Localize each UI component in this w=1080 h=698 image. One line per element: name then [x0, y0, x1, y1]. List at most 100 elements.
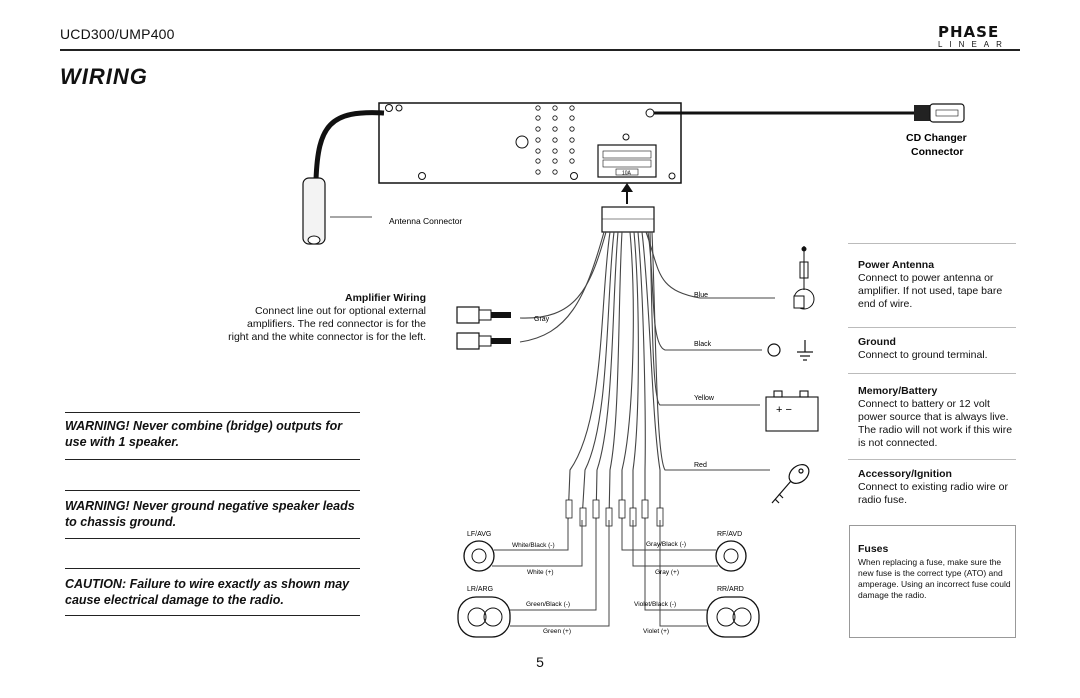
speaker-rr-icon	[706, 596, 760, 638]
brand-logo: PHASE LINEAR	[938, 24, 1022, 54]
section-rule	[848, 373, 1016, 374]
section-rule	[848, 327, 1016, 328]
fuses-title: Fuses	[858, 543, 889, 555]
screw-icon	[395, 104, 403, 112]
wire-label-violet: Violet (+)	[643, 628, 669, 635]
warning-divider	[65, 538, 360, 539]
wire-label-white-black: White/Black (-)	[512, 542, 555, 549]
wire-bundle	[519, 231, 775, 521]
harness-socket	[597, 144, 657, 178]
antenna-plug-tip	[307, 235, 321, 245]
amplifier-wiring-title: Amplifier Wiring	[345, 292, 426, 304]
speaker-cone	[732, 607, 752, 627]
model-number: UCD300/UMP400	[60, 26, 175, 42]
ignition-key-icon	[771, 464, 810, 504]
memory-battery-title: Memory/Battery	[858, 385, 938, 397]
wire-label-violet-black: Violet/Black (-)	[634, 601, 676, 608]
wire-label-gray-black: Gray/Black (-)	[646, 541, 686, 548]
speaker-cone	[716, 607, 736, 627]
speaker-label-lr: LR/ARG	[467, 586, 493, 593]
section-rule	[848, 459, 1016, 460]
caution-wiring: CAUTION: Failure to wire exactly as show…	[65, 577, 350, 607]
socket-pins	[602, 150, 652, 168]
warning-divider	[65, 459, 360, 460]
wire-label-green: Green (+)	[543, 628, 571, 635]
cd-changer-label: CD Changer	[906, 132, 967, 144]
screw-icon	[645, 108, 655, 118]
rca-connector-icon	[456, 306, 511, 350]
ground-text: Connect to ground terminal.	[858, 349, 988, 361]
logo-sub-text: LINEAR	[938, 40, 1009, 49]
wire-label-yellow: Yellow	[694, 395, 715, 402]
battery-terminal-symbols: + −	[776, 404, 792, 416]
wire-label-gray: Gray	[534, 316, 550, 323]
speaker-cone	[723, 548, 739, 564]
screw-icon	[418, 172, 426, 180]
memory-battery-note: Memory/Battery Connect to battery or 12 …	[858, 385, 1018, 450]
hole-grid	[535, 105, 575, 175]
wire-label-gray-pos: Gray (+)	[655, 569, 679, 576]
speaker-label-rr: RR/ARD	[717, 586, 744, 593]
header-rule	[60, 49, 1020, 51]
wire-label-blue: Blue	[694, 292, 708, 299]
screw-icon	[668, 172, 676, 180]
amplifier-wiring-text: Connect line out for optional external a…	[228, 305, 426, 343]
screw-icon	[570, 172, 578, 180]
antenna-plug	[302, 177, 326, 245]
wire-label-black: Black	[694, 341, 712, 348]
speaker-cone	[467, 607, 487, 627]
speaker-cone	[471, 548, 487, 564]
speaker-cone	[483, 607, 503, 627]
wire-label-red: Red	[694, 462, 707, 469]
ground-title: Ground	[858, 336, 896, 348]
accessory-ignition-note: Accessory/Ignition Connect to existing r…	[858, 468, 1018, 507]
head-unit-chassis	[378, 102, 682, 184]
fuses-text: When replacing a fuse, make sure the new…	[858, 557, 1011, 600]
fuse-rating: 10A	[622, 171, 632, 177]
page-title: WIRING	[60, 64, 148, 89]
page-number: 5	[536, 654, 544, 670]
speaker-lf-icon	[463, 540, 495, 572]
warning-ground: WARNING! Never ground negative speaker l…	[65, 499, 355, 529]
ground-icon	[767, 340, 813, 361]
warning-divider	[65, 412, 360, 413]
wire-label-green-black: Green/Black (-)	[526, 601, 570, 608]
warning-bridge: WARNING! Never combine (bridge) outputs …	[65, 419, 343, 449]
speaker-rf-icon	[715, 540, 747, 572]
rca-jack-icon	[515, 135, 529, 149]
warning-divider	[65, 615, 360, 616]
wire-label-white: White (+)	[527, 569, 554, 576]
warning-divider	[65, 568, 360, 569]
cd-changer-pins	[935, 109, 959, 117]
section-rule	[848, 243, 1016, 244]
antenna-connector-label: Antenna Connector	[389, 216, 462, 226]
speaker-lr-icon	[457, 596, 511, 638]
cd-changer-plug	[929, 103, 965, 123]
antenna-cable	[313, 110, 385, 181]
splice-connectors	[565, 499, 664, 527]
amplifier-wiring-note: Amplifier Wiring Connect line out for op…	[228, 292, 426, 344]
accessory-ignition-title: Accessory/Ignition	[858, 468, 952, 480]
fuse-icon	[615, 168, 639, 176]
harness-plug	[601, 206, 655, 233]
speaker-label-lf: LF/AVG	[467, 531, 491, 538]
power-antenna-text: Connect to power antenna or amplifier. I…	[858, 272, 1003, 310]
screw-icon	[385, 104, 393, 112]
cd-changer-plug-collar	[914, 105, 930, 121]
arrow-up-icon	[621, 183, 633, 192]
accessory-ignition-text: Connect to existing radio wire or radio …	[858, 481, 1008, 506]
battery-icon	[765, 390, 819, 432]
ground-note: Ground Connect to ground terminal.	[858, 336, 1018, 362]
warning-divider	[65, 490, 360, 491]
cd-changer-label: Connector	[911, 146, 964, 158]
power-antenna-title: Power Antenna	[858, 259, 935, 271]
logo-main-text: PHASE	[938, 23, 1000, 41]
memory-battery-text: Connect to battery or 12 volt power sour…	[858, 398, 1013, 449]
power-antenna-note: Power Antenna Connect to power antenna o…	[858, 259, 1018, 311]
speaker-label-rf: RF/AVD	[717, 531, 742, 538]
fuses-box	[849, 525, 1016, 638]
power-antenna-icon	[793, 246, 815, 310]
screw-icon	[622, 133, 630, 141]
speaker-wires	[492, 520, 718, 627]
